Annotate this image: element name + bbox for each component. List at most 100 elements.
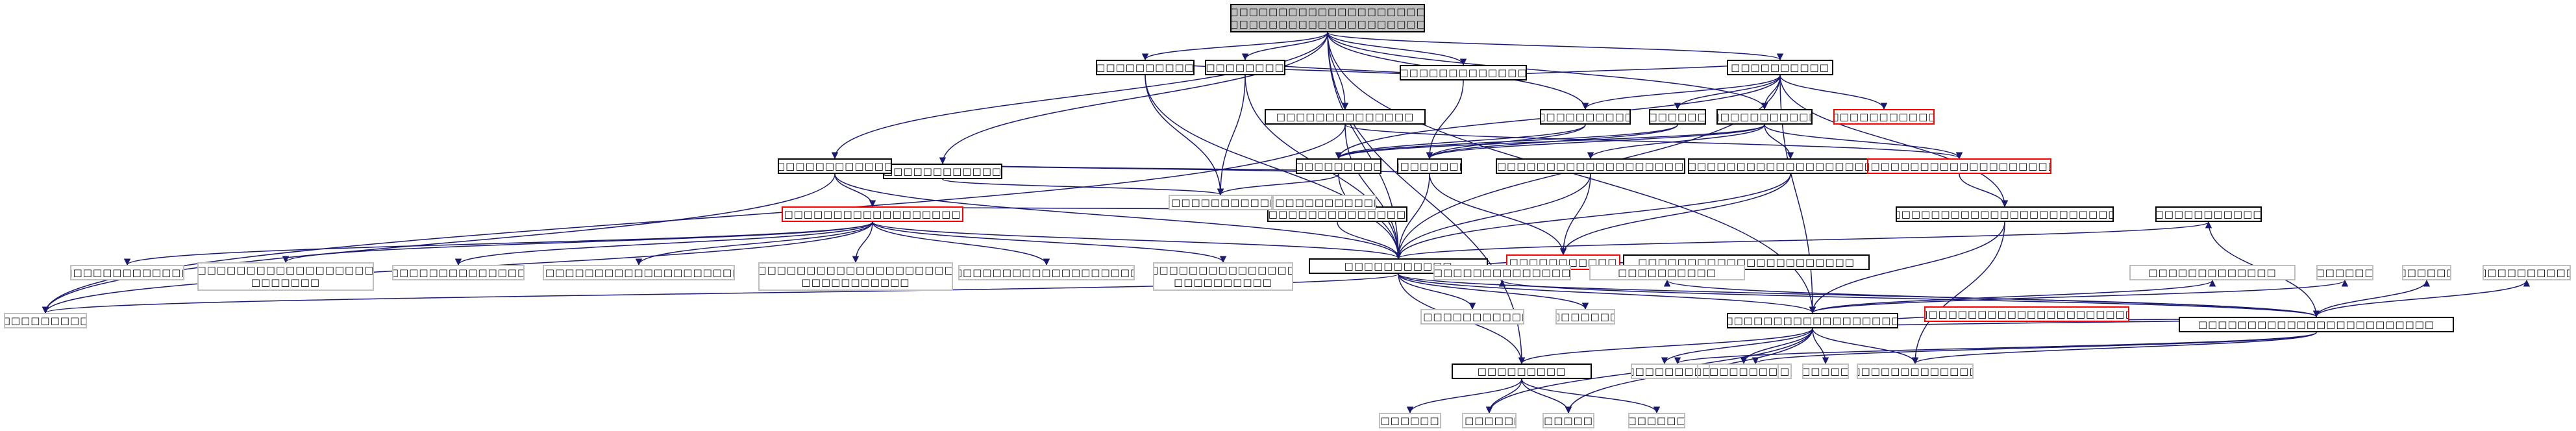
dependency-edge — [1752, 332, 2317, 365]
graph-node[interactable]: □□□□□□□□□□□□□□□□□□□□□□□□□ — [1688, 158, 1893, 174]
graph-node[interactable]: □□□□□□□□□□□□□□ — [1540, 109, 1631, 125]
dependency-edge — [1518, 328, 1813, 365]
external-node[interactable]: □□□□□□□□□□□□□ — [2129, 265, 2296, 280]
dependency-edge — [1394, 173, 1591, 260]
external-node[interactable]: □□□□□□□□□□ — [1631, 363, 1698, 379]
graph-node[interactable]: □□□□□□□□□□□□ — [1205, 60, 1285, 75]
dependency-edge — [1587, 124, 1765, 160]
dependency-edge — [834, 173, 1402, 260]
external-node[interactable]: □□□□□□□ — [1555, 309, 1615, 325]
external-node[interactable]: □□□□□□□□□□□□□□□□□ □□□□□□□□□□ — [1153, 262, 1293, 291]
dependency-edge — [1812, 328, 1829, 365]
dependency-edge — [1779, 75, 2009, 208]
dependency-edge — [1764, 124, 1963, 160]
dependency-edge — [1664, 279, 2317, 317]
external-node[interactable]: □□□□□□□□□□□□□□□ — [70, 265, 184, 280]
external-node[interactable]: □□□□□□□□□□□□□□□□□□□□□□ □□□□□□□ — [197, 262, 374, 291]
dependency-edge — [1395, 221, 2209, 260]
dependency-edge — [1674, 332, 2317, 365]
graph-node[interactable]: □□□□□□□□□□□□□□□□□□□□□□□□ — [1867, 158, 2051, 174]
dependency-edge — [1812, 328, 1919, 365]
dependency-edge — [1394, 173, 1791, 260]
dependency-edge — [1911, 332, 2317, 365]
graph-node[interactable]: □□□□□□□□□ — [1452, 363, 1592, 379]
external-node[interactable]: □□□□□□□□□□□□□□□□ — [2402, 265, 2451, 280]
external-node[interactable]: □□□□□□□□□□□□□□□□□□□□□□□□ □□□□□□□□□□□ — [758, 262, 953, 291]
graph-node[interactable]: □□□□□□□□□□ — [1727, 60, 1833, 75]
dependency-edge — [2316, 279, 2431, 317]
graph-node[interactable]: □□□□□□□□□□□□□□ — [1265, 109, 1426, 125]
external-node[interactable]: □□□□□□□ — [1462, 413, 1517, 428]
dependency-edge — [831, 32, 1328, 160]
external-node[interactable]: □□□□□□□□□□□□□□□□□□□□□□□□ — [1420, 309, 1524, 325]
graph-node[interactable]: □□□□□□□□□□□□□□□□□□ — [1267, 206, 1407, 222]
dependency-edge — [1581, 75, 1781, 110]
graph-node[interactable]: □□□□□□□□□□□□□□□□□□□□ — [782, 206, 963, 222]
dependency-edge — [872, 221, 1227, 264]
external-node[interactable]: □□□□□□□□□□□□ — [1379, 413, 1441, 428]
graph-node[interactable]: □□□□□□□□□□□□□ — [1833, 109, 1935, 125]
dependency-edge — [1145, 75, 1402, 260]
graph-node[interactable]: □□□□□□ — [1649, 109, 1706, 125]
external-node[interactable]: □□□□□□□□ — [2316, 265, 2373, 280]
external-node[interactable]: □□□□□□□□□□□□□□□□□□□□□□□□□ — [543, 265, 735, 280]
graph-node[interactable]: □□□□□□□□□□□□□□□ — [1716, 109, 1813, 125]
graph-node[interactable]: □□□□□□□□□□□□□□□□□□□□□□□□□□□□□□□ — [1896, 206, 2114, 222]
dependency-edge — [1327, 32, 1467, 66]
external-node[interactable]: □□□□□□□□□□□□□□□□□□ — [392, 265, 525, 280]
external-node[interactable]: □□□□□□□ — [1542, 413, 1594, 428]
external-node[interactable]: □□□□□□□□□□ — [1589, 265, 1745, 280]
dependency-edge — [1406, 378, 1522, 414]
graph-node[interactable]: □□□□□□□□□□□□□□□□□□□□□□□□ — [2179, 317, 2454, 332]
graph-node[interactable]: □□□□□□□□□□ — [1397, 158, 1462, 174]
graph-node[interactable]: □□□□□□□□□□□□□□ — [1096, 60, 1195, 75]
graph-node[interactable]: □□□□□□□□□□□□□□ — [778, 158, 892, 174]
external-node[interactable]: □□□□□□□□□□□□□□□□□□□□ — [1272, 195, 1376, 210]
dependency-edge — [1327, 32, 1783, 61]
dependency-edge — [635, 221, 873, 266]
external-node[interactable]: □□□□□□□□□□□□ — [1628, 413, 1685, 428]
dependency-edge — [1335, 124, 1765, 160]
dependency-edge — [1812, 279, 2348, 314]
dependency-edge — [852, 221, 873, 264]
graph-node[interactable]: □□□□□□□□□□□□□□□□□ — [1400, 65, 1527, 80]
dependency-edge — [42, 173, 836, 314]
graph-node[interactable]: □□□□□□□□□□□□□□□□□□□□□□ — [1727, 313, 1898, 328]
graph-node[interactable]: □□□□□□□□□□□□□□□□□□ — [883, 164, 1002, 179]
external-node[interactable]: □□□□□□□□□□□ — [1709, 363, 1779, 379]
graph-node[interactable]: □□□□□□□□□□□□□□□□□□□ — [2155, 206, 2262, 222]
dependency-edge — [1779, 75, 1888, 110]
dependency-edge — [1335, 124, 1678, 160]
dependency-edge — [1661, 328, 1813, 365]
dependency-edge — [1812, 279, 2216, 314]
dependency-edge — [1674, 75, 1781, 110]
dependency-edge — [1429, 173, 1567, 256]
external-node[interactable]: □□□□□□□ — [1802, 363, 1849, 379]
dependency-edge — [1959, 173, 2009, 208]
dependency-edge — [1499, 279, 2317, 317]
graph-node[interactable]: □□□□□□□□□□□ — [1296, 158, 1381, 174]
graph-node[interactable]: □□□□□□□□□□□□□□□□□□□□□□□□□ — [1496, 158, 1685, 174]
dependency-edge — [939, 32, 1328, 165]
dependency-edge — [1394, 173, 1430, 260]
external-node[interactable]: □□□□□□□□□□□□□□□□□□□□□□□□□ — [1857, 363, 1974, 379]
dependency-edge — [2316, 279, 2531, 317]
external-node[interactable]: □□□□□□□□□□□□ — [1169, 195, 1272, 210]
dependency-edge — [1217, 75, 1246, 196]
dependency-edge — [1241, 32, 1328, 61]
dependency-edge — [1335, 124, 1586, 160]
external-node[interactable]: □□□□□□□□□□□□□□□□□□□□□□□□□ — [958, 265, 1135, 280]
dependency-edge — [1911, 221, 2005, 365]
external-node[interactable]: □□□□□□□□□□ — [2483, 265, 2571, 280]
external-node[interactable]: □□□□□□□□□□□□□□□□□□ — [1433, 265, 1571, 280]
dependency-edge — [1344, 124, 1963, 160]
external-node[interactable]: □□□□□□□□□□□ — [4, 313, 87, 328]
graph-root-node[interactable]: □□□□□□□□□□□□□□□□□□□□□□ □□□□□□□□□□□□□□□□□… — [1230, 4, 1425, 32]
dependency-edge — [1141, 32, 1328, 61]
dependency-edge — [834, 173, 876, 208]
dependency-edge — [454, 221, 873, 266]
graph-node[interactable]: □□□□□□□□□□□□□□□□□□□□□□ — [1924, 306, 2129, 322]
dependency-edge — [1217, 173, 1339, 196]
